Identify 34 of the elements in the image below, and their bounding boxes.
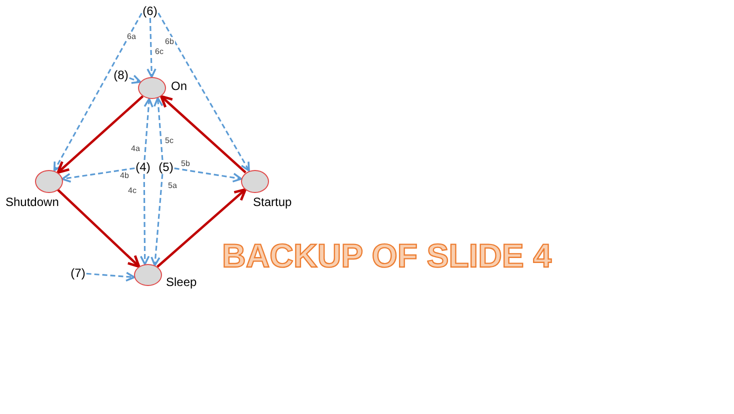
dashed-arrow [129, 74, 142, 84]
state-label: On [171, 79, 188, 93]
dashed-arrow [140, 174, 150, 266]
step-number: (5) [158, 160, 174, 174]
dashed-arrow [153, 97, 164, 160]
dashed-arrow [146, 18, 156, 78]
arrow [56, 188, 140, 268]
dashed-arrow [158, 12, 250, 172]
edge-label: 4a [130, 144, 141, 153]
dashed-arrow [61, 167, 135, 183]
banner-text: BACKUP OF SLIDE 4 [222, 237, 552, 275]
step-number: (6) [142, 4, 158, 18]
edge-label: 6c [154, 47, 164, 56]
dashed-arrow [150, 174, 164, 266]
edge-label: 4b [119, 171, 130, 180]
step-number: (7) [70, 266, 86, 280]
edge-label: 5a [167, 181, 178, 190]
edge-label: 5b [180, 159, 191, 168]
dashed-arrow [53, 12, 142, 172]
step-number: (4) [136, 160, 150, 174]
state-label: Shutdown [6, 194, 59, 208]
arrow [156, 188, 247, 268]
edge-label: 4c [127, 186, 138, 195]
edge-label: 5c [164, 136, 174, 145]
dashed-arrow [86, 272, 136, 282]
edge-label: 6a [126, 32, 137, 41]
edge-label: 6b [164, 37, 175, 46]
state-label: Startup [253, 194, 292, 208]
dashed-arrow [174, 168, 242, 182]
arrow [56, 95, 144, 174]
state-label: Sleep [166, 275, 197, 289]
dashed-arrow [144, 98, 154, 160]
step-number: (8) [114, 68, 128, 82]
arrow [160, 95, 246, 174]
